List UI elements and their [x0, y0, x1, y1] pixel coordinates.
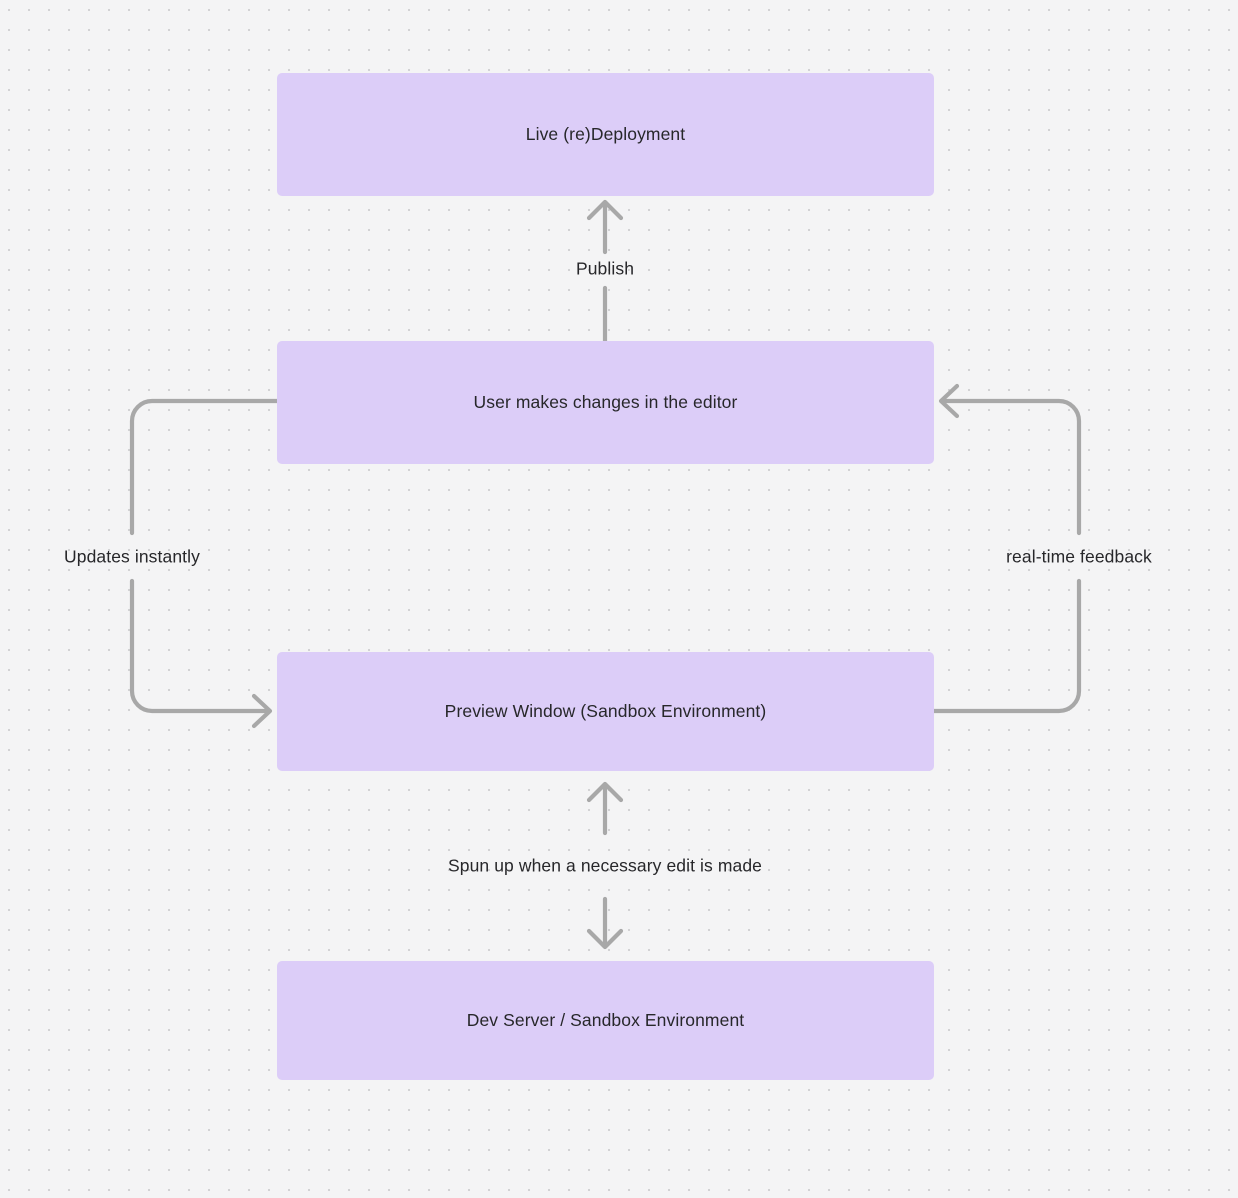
edge-label-real-time-feedback: real-time feedback: [1006, 546, 1152, 567]
node-user-makes-changes-label: User makes changes in the editor: [473, 392, 738, 412]
node-preview-window-label: Preview Window (Sandbox Environment): [444, 701, 767, 721]
edge-spun-up-arrowhead-down: [586, 928, 624, 950]
edge-updates-lower-segment: [129, 578, 272, 714]
node-dev-server[interactable]: Dev Server / Sandbox Environment: [277, 961, 934, 1080]
edge-label-updates-instantly: Updates instantly: [64, 546, 200, 567]
edge-updates-upper-segment: [129, 398, 280, 536]
edge-spun-up-arrowhead-up: [586, 781, 624, 803]
edge-label-publish: Publish: [575, 258, 635, 279]
edge-updates-arrowhead-right: [251, 693, 273, 729]
node-live-deployment[interactable]: Live (re)Deployment: [277, 73, 934, 196]
edge-feedback-upper-segment: [939, 398, 1082, 536]
edge-feedback-arrowhead-left: [938, 383, 960, 419]
node-dev-server-label: Dev Server / Sandbox Environment: [466, 1010, 745, 1030]
node-user-makes-changes[interactable]: User makes changes in the editor: [277, 341, 934, 464]
edge-publish-arrowhead-up: [586, 199, 624, 221]
node-live-deployment-label: Live (re)Deployment: [525, 124, 686, 144]
edge-label-spun-up: Spun up when a necessary edit is made: [447, 855, 763, 876]
node-preview-window[interactable]: Preview Window (Sandbox Environment): [277, 652, 934, 771]
edge-feedback-lower-segment: [931, 578, 1082, 714]
